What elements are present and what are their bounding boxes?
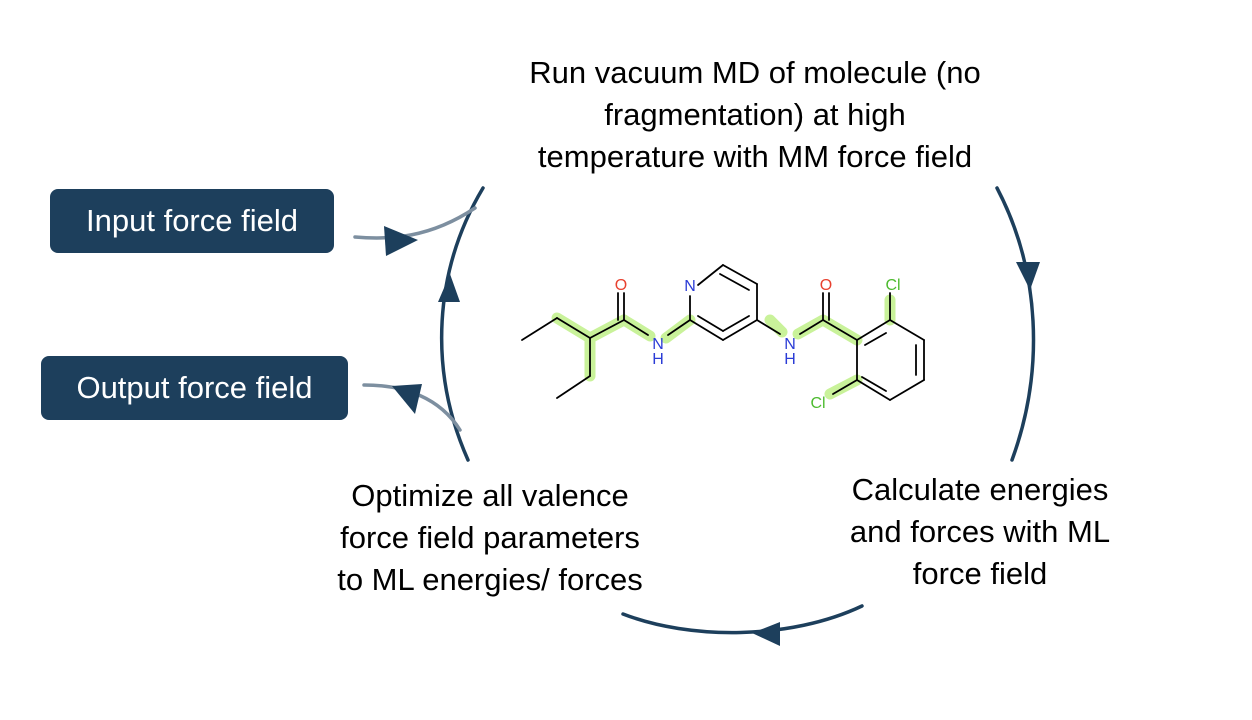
atom-label: H bbox=[652, 351, 664, 368]
atom-label: Cl bbox=[885, 277, 900, 294]
input-force-field-label: Input force field bbox=[50, 189, 334, 253]
atom-label: N bbox=[784, 336, 796, 353]
atom-label: Cl bbox=[810, 395, 825, 412]
cycle-arrowhead-right bbox=[1016, 262, 1040, 290]
cycle-arc-right bbox=[995, 186, 1036, 462]
input-arrow bbox=[353, 206, 477, 240]
output-arrow bbox=[362, 383, 462, 432]
atom-label: N bbox=[652, 336, 664, 353]
cycle-arc-left bbox=[439, 186, 485, 462]
atom-label: N bbox=[684, 278, 696, 295]
atom-label: O bbox=[820, 277, 832, 294]
atom-label: H bbox=[784, 351, 796, 368]
cycle-arrowhead-left bbox=[438, 274, 460, 302]
step-optimize-parameters: Optimize all valence force field paramet… bbox=[337, 478, 643, 597]
output-arrowhead bbox=[392, 384, 422, 414]
atom-label: O bbox=[615, 277, 627, 294]
step-run-md: Run vacuum MD of molecule (no fragmentat… bbox=[529, 55, 981, 174]
step-calculate-ml: Calculate energies and forces with ML fo… bbox=[849, 472, 1111, 591]
cycle-arc-bottom bbox=[621, 604, 864, 635]
output-force-field-label: Output force field bbox=[41, 356, 348, 420]
molecule-structure: O N H N N H O Cl Cl bbox=[521, 264, 925, 412]
cycle-arrowhead-bottom bbox=[752, 622, 780, 646]
input-arrowhead bbox=[384, 226, 418, 256]
